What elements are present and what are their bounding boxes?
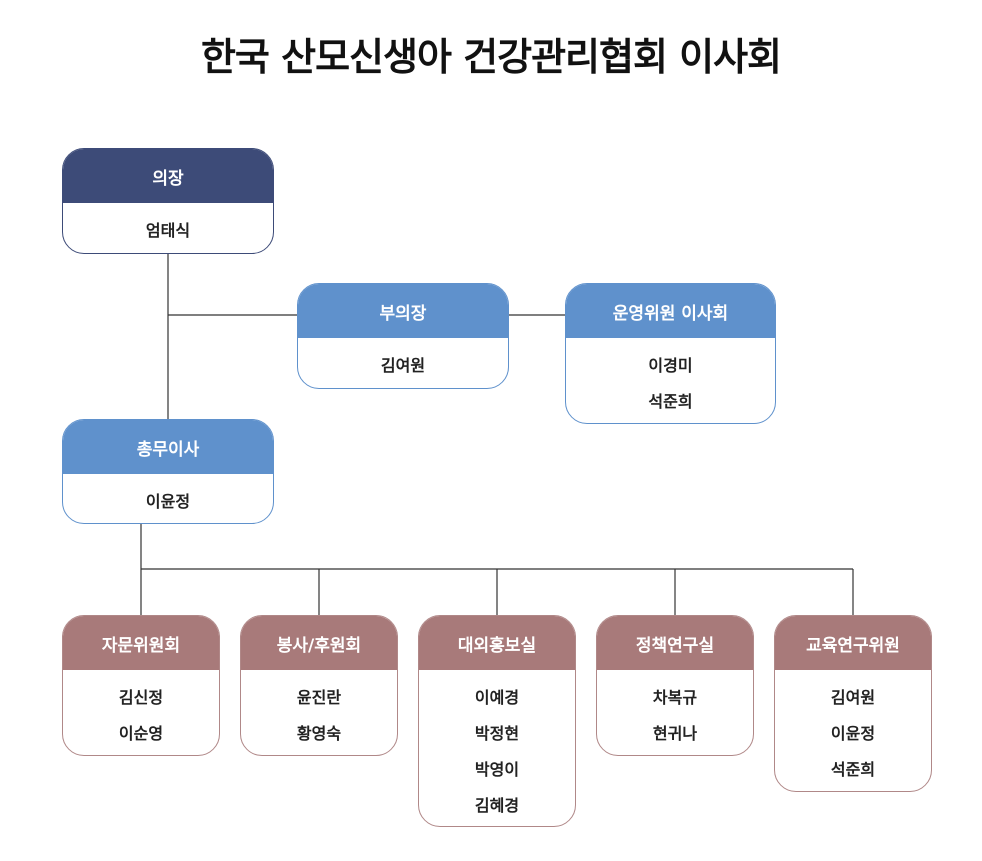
vice-chair-member: 김여원 <box>380 356 426 375</box>
department-box-public-relations: 대외홍보실 이예경 박정현 박영이 김혜경 <box>418 615 576 827</box>
department-member: 석준희 <box>830 760 876 779</box>
secretary-general-box: 총무이사 이윤정 <box>62 419 274 524</box>
chair-title: 의장 <box>63 149 273 203</box>
department-title: 정책연구실 <box>597 616 753 670</box>
operating-committee-box: 운영위원 이사회 이경미 석준희 <box>565 283 776 424</box>
department-member: 김신정 <box>118 688 164 707</box>
department-box-education-research: 교육연구위원 김여원 이윤정 석준희 <box>774 615 932 792</box>
department-member: 현귀나 <box>652 724 698 743</box>
chair-member: 엄태식 <box>145 221 191 240</box>
secretary-general-title: 총무이사 <box>63 420 273 474</box>
department-member: 이예경 <box>474 688 520 707</box>
vice-chair-title: 부의장 <box>298 284 508 338</box>
operating-committee-title: 운영위원 이사회 <box>566 284 775 338</box>
secretary-general-member: 이윤정 <box>145 492 191 511</box>
operating-committee-member: 이경미 <box>648 356 693 375</box>
department-title: 대외홍보실 <box>419 616 575 670</box>
department-box-policy-research: 정책연구실 차복규 현귀나 <box>596 615 754 756</box>
chair-box: 의장 엄태식 <box>62 148 274 254</box>
department-member: 김여원 <box>830 688 876 707</box>
department-box-service: 봉사/후원회 윤진란 황영숙 <box>240 615 398 756</box>
department-member: 윤진란 <box>296 688 342 707</box>
department-member: 이순영 <box>118 724 164 743</box>
department-title: 봉사/후원회 <box>241 616 397 670</box>
department-member: 이윤정 <box>830 724 876 743</box>
operating-committee-member: 석준희 <box>648 392 693 411</box>
department-member: 황영숙 <box>296 724 342 743</box>
department-member: 박정현 <box>474 724 520 743</box>
department-title: 자문위원회 <box>63 616 219 670</box>
department-title: 교육연구위원 <box>775 616 931 670</box>
department-member: 차복규 <box>652 688 698 707</box>
department-member: 박영이 <box>474 760 520 779</box>
diagram-title: 한국 산모신생아 건강관리협회 이사회 <box>200 35 782 79</box>
department-member: 김혜경 <box>474 796 520 815</box>
vice-chair-box: 부의장 김여원 <box>297 283 509 389</box>
department-box-advisory: 자문위원회 김신정 이순영 <box>62 615 220 756</box>
